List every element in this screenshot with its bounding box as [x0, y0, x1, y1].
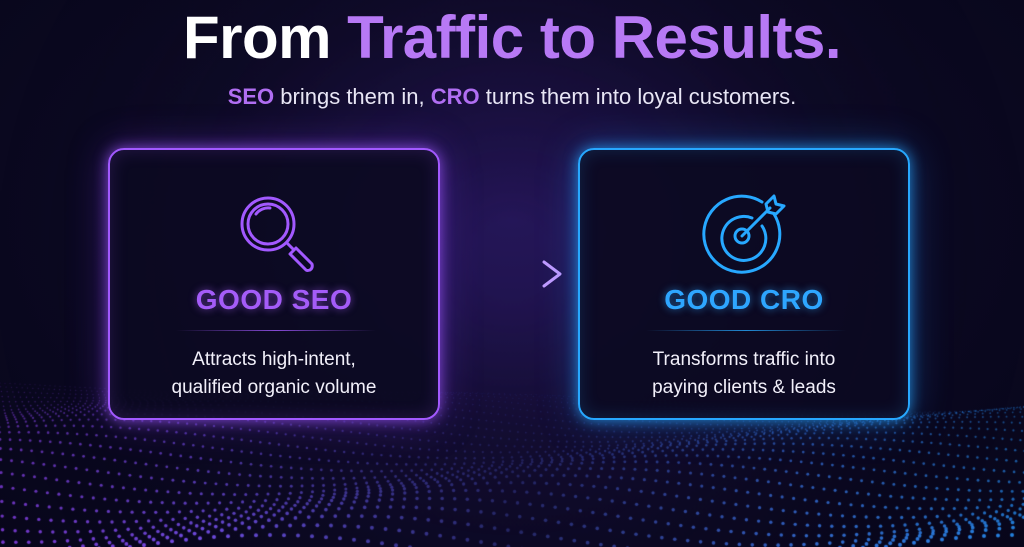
cro-card-description: Transforms traffic into paying clients &… — [580, 346, 908, 402]
title-plain: From — [182, 4, 332, 71]
seo-card-title: GOOD SEO — [195, 284, 353, 315]
seo-card-divider — [176, 330, 376, 331]
cro-card-divider — [646, 330, 846, 331]
seo-desc-line-2: qualified organic volume — [171, 377, 377, 398]
cro-desc-line-2: paying clients & leads — [652, 377, 836, 398]
seo-card: GOOD SEO Attracts high-intent, qualified… — [108, 148, 440, 420]
cro-card: GOOD CRO Transforms traffic into paying … — [578, 148, 910, 420]
cro-desc-line-1: Transforms traffic into — [652, 349, 836, 370]
seo-card-description: Attracts high-intent, qualified organic … — [110, 346, 438, 402]
subtitle-cro-highlight: CRO — [430, 84, 480, 109]
magnifying-glass-icon — [240, 196, 314, 272]
subtitle-middle-text: brings them in, — [280, 84, 425, 109]
left-light-flare — [0, 251, 110, 313]
right-light-flare — [914, 251, 1024, 313]
page-subtitle: SEO brings them in, CRO turns them into … — [0, 82, 1024, 112]
target-with-arrow-icon — [702, 194, 786, 274]
arrow-right-icon — [442, 260, 562, 288]
cro-card-title: GOOD CRO — [664, 284, 824, 315]
subtitle-end-text: turns them into loyal customers. — [485, 84, 797, 109]
title-highlight: Traffic to Results. — [347, 4, 842, 71]
seo-desc-line-1: Attracts high-intent, — [192, 349, 356, 370]
page-title: From Traffic to Results. — [0, 2, 1024, 74]
subtitle-seo-highlight: SEO — [227, 84, 275, 109]
